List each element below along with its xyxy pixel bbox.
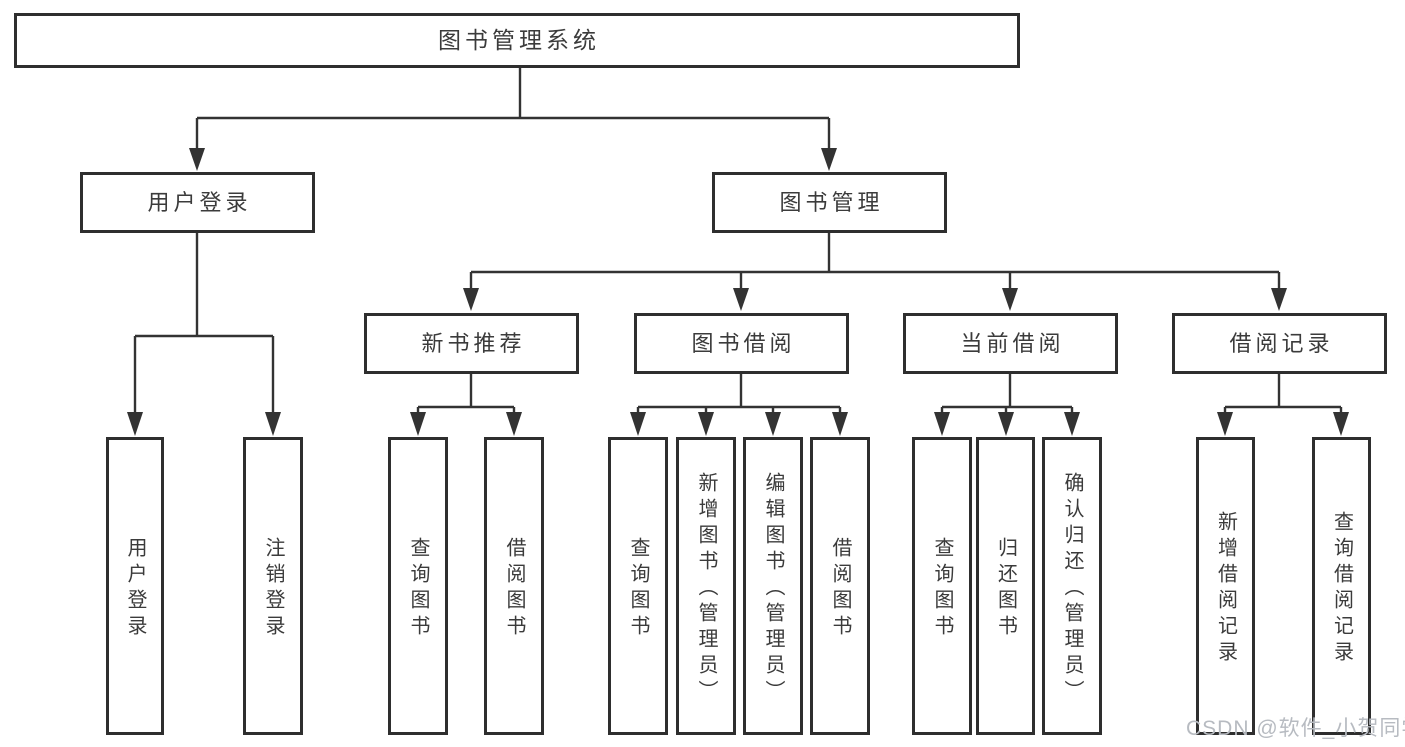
leaf-confirm-return-admin: 确认归还（管理员） — [1042, 437, 1102, 735]
connector-book-borrow-to-leaves — [630, 374, 848, 436]
leaf-logout: 注销登录 — [243, 437, 303, 735]
connector-current-borrow-to-leaves — [934, 374, 1080, 436]
node-new-book-recommend: 新书推荐 — [364, 313, 579, 374]
node-label: 图书管理 — [779, 189, 884, 215]
node-label: 当前借阅 — [960, 330, 1065, 356]
csdn-watermark: CSDN @软件_小贺同学 — [1186, 717, 1405, 740]
connector-root-to-level2 — [189, 68, 837, 171]
leaf-label: 查询图书 — [931, 537, 953, 641]
leaf-query-books-2: 查询图书 — [608, 437, 668, 735]
leaf-label: 新增借阅记录 — [1214, 511, 1237, 667]
node-user-login: 用户登录 — [80, 172, 315, 233]
node-label: 图书管理系统 — [438, 27, 600, 53]
leaf-add-borrow-record: 新增借阅记录 — [1196, 437, 1255, 735]
node-label: 图书借阅 — [691, 330, 796, 356]
node-book-borrowing: 图书借阅 — [634, 313, 849, 374]
node-book-management: 图书管理 — [712, 172, 947, 233]
leaf-label: 注销登录 — [262, 537, 284, 641]
leaf-label: 新增图书（管理员） — [695, 472, 717, 706]
leaf-borrow-books-1: 借阅图书 — [484, 437, 544, 735]
node-label: 借阅记录 — [1229, 330, 1334, 356]
leaf-label: 查询图书 — [407, 537, 429, 641]
leaf-label: 查询借阅记录 — [1330, 511, 1353, 667]
connector-user-login-to-leaves — [127, 233, 281, 436]
leaf-label: 确认归还（管理员） — [1061, 472, 1083, 706]
leaf-label: 归还图书 — [994, 537, 1017, 641]
node-label: 新书推荐 — [421, 330, 526, 356]
leaf-label: 用户登录 — [124, 537, 146, 641]
leaf-user-login: 用户登录 — [106, 437, 164, 735]
leaf-label: 借阅图书 — [503, 537, 525, 641]
leaf-label: 借阅图书 — [829, 537, 851, 641]
leaf-label: 编辑图书（管理员） — [762, 472, 784, 706]
connector-borrow-records-to-leaves — [1217, 374, 1349, 436]
leaf-query-borrow-record: 查询借阅记录 — [1312, 437, 1371, 735]
node-current-borrowing: 当前借阅 — [903, 313, 1118, 374]
connector-book-mgmt-to-sections — [463, 233, 1287, 311]
node-borrow-records: 借阅记录 — [1172, 313, 1387, 374]
leaf-query-books-3: 查询图书 — [912, 437, 972, 735]
leaf-add-books-admin: 新增图书（管理员） — [676, 437, 736, 735]
leaf-query-books-1: 查询图书 — [388, 437, 448, 735]
node-library-management-system: 图书管理系统 — [14, 13, 1020, 68]
leaf-label: 查询图书 — [627, 537, 649, 641]
connector-new-books-to-leaves — [410, 374, 522, 436]
leaf-return-books: 归还图书 — [976, 437, 1035, 735]
leaf-edit-books-admin: 编辑图书（管理员） — [743, 437, 803, 735]
node-label: 用户登录 — [147, 189, 252, 215]
leaf-borrow-books-2: 借阅图书 — [810, 437, 870, 735]
